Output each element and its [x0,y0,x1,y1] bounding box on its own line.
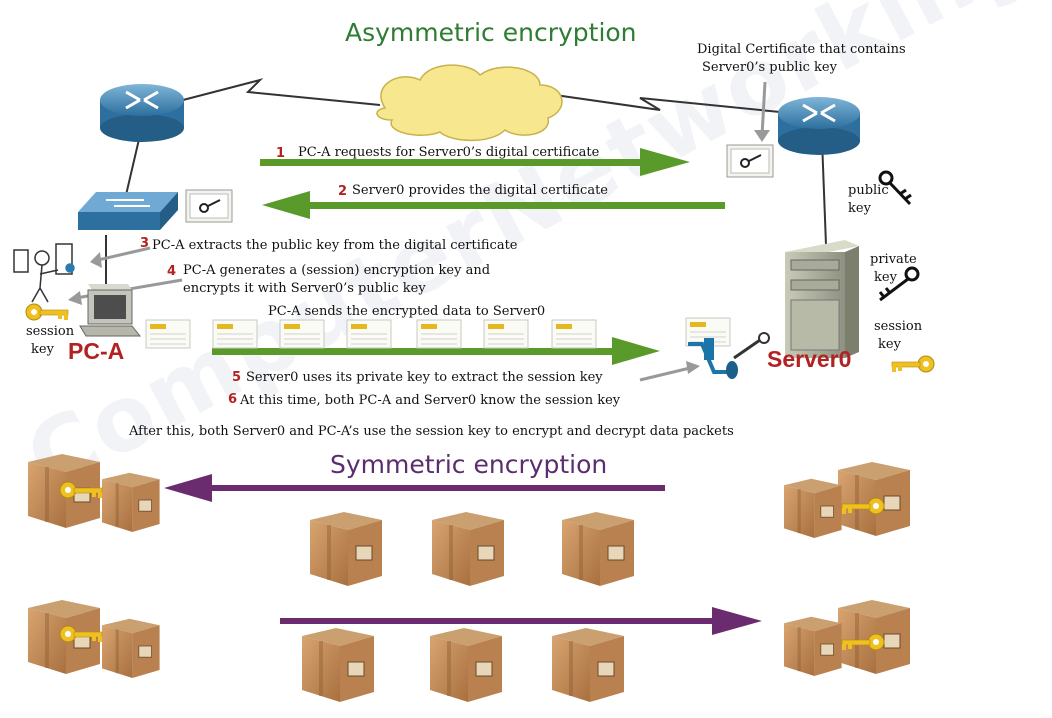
box-icon [782,615,844,678]
packet-icon [212,319,258,349]
certificate-note-line2: Server0’s public key [702,60,837,75]
private-key-icon [878,266,920,302]
packet-icon [483,319,529,349]
certificate-note-line1: Digital Certificate that contains [697,42,906,57]
cloud-icon [376,64,563,142]
pc-icon [79,284,142,337]
step-1-text: PC-A requests for Server0’s digital cert… [298,145,600,160]
step-4-line2: encrypts it with Server0’s public key [183,281,426,296]
send-text: PC-A sends the encrypted data to Server0 [268,304,546,319]
step-1-number: 1 [276,146,286,161]
pc-label: PC-A [68,338,125,364]
response-arrow [262,191,725,219]
symmetric-arrow-right [280,607,762,635]
box-icon [308,510,384,588]
server-label: Server0 [767,346,852,372]
box-icon [100,471,162,534]
box-icon [430,510,506,588]
box-icon [428,626,504,704]
firewall-icon [688,332,770,379]
private-key-label-2: key [874,270,897,285]
box-icon [300,626,376,704]
step-2-text: Server0 provides the digital certificate [352,183,608,198]
send-arrow [212,337,660,365]
session-key-icon [25,303,69,321]
step-3-text: PC-A extracts the public key from the di… [152,238,518,253]
wan-link-right [554,94,781,113]
step-3-number: 3 [140,236,150,251]
step-6-text: At this time, both PC-A and Server0 know… [240,393,621,408]
server-icon [785,240,859,358]
after-text: After this, both Server0 and PC-A’s use … [129,424,734,439]
step-5-text: Server0 uses its private key to extract … [246,370,603,385]
pc-session-key-label-2: key [31,342,54,357]
box-icon [100,617,162,680]
person-icon [13,243,75,303]
server-session-key-label-2: key [878,337,901,352]
symmetric-arrow-left [164,474,665,502]
private-key-label-1: private [870,252,917,267]
public-key-icon [878,170,912,206]
certificate-icon [726,144,774,178]
packet-icon [279,319,325,349]
packet-icon [346,319,392,349]
session-key-icon [891,355,935,373]
box-icon [782,477,844,540]
box-icon [560,510,636,588]
step-6-number: 6 [228,392,238,407]
step-4-number: 4 [167,264,177,279]
asymmetric-title: Asymmetric encryption [345,18,637,47]
switch-icon [78,192,178,230]
symmetric-title: Symmetric encryption [330,450,608,479]
step-2-number: 2 [338,184,348,199]
packet-icon [145,319,191,349]
step-4-line1: PC-A generates a (session) encryption ke… [183,263,491,278]
box-icon [550,626,626,704]
wan-link-left [182,78,381,106]
certificate-icon [185,189,233,223]
public-key-label-2: key [848,201,871,216]
step-5-number: 5 [232,370,242,385]
server-session-key-label-1: session [874,319,923,334]
packet-icon [416,319,462,349]
router-switch-link [125,134,141,196]
packet-icon [551,319,597,349]
public-key-label-1: public [848,183,889,198]
router-icon [100,84,184,142]
router-icon [778,97,860,155]
pc-session-key-label-1: session [26,324,75,339]
router-server-link [821,139,827,246]
request-arrow [260,148,690,176]
